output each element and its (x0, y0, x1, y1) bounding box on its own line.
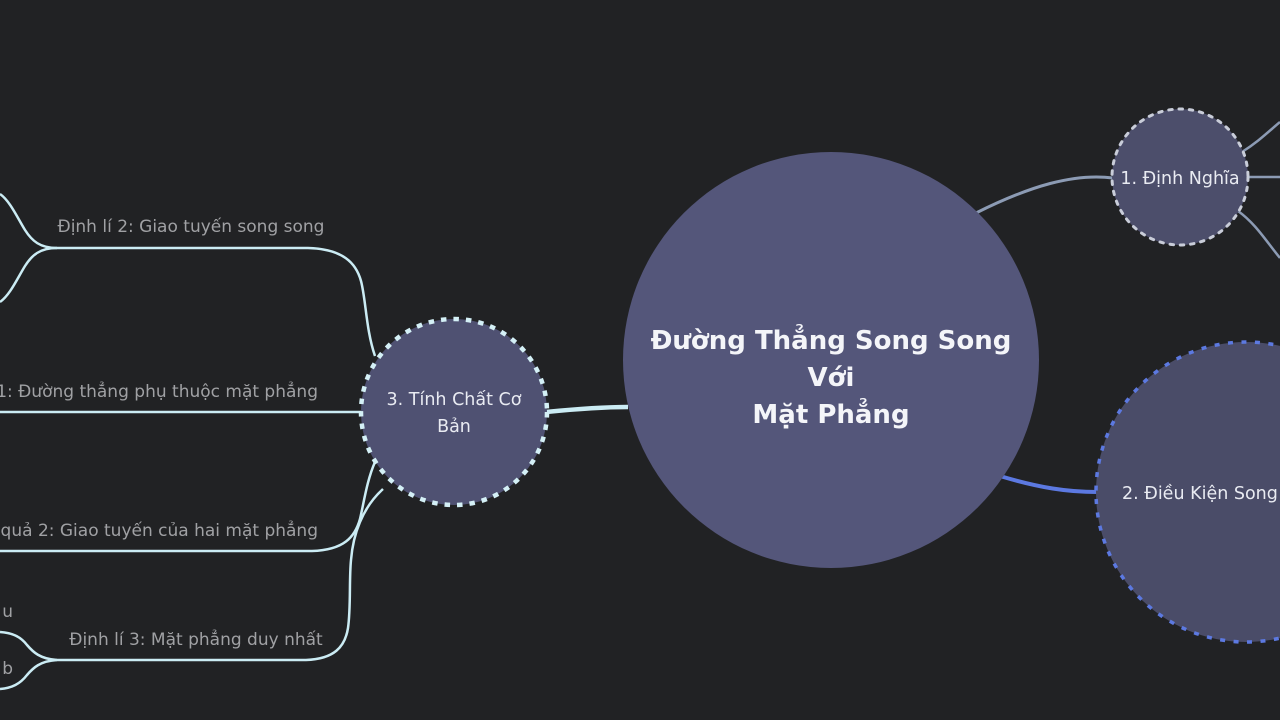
subtopic-label-he-qua-2[interactable]: Hệ quả 2: Giao tuyến của hai mặt phẳng (0, 521, 318, 541)
branch-line-dinh-li-3 (57, 488, 384, 662)
topic-label-dieu-kien-song-song[interactable]: 2. Điều Kiện Song Song (1122, 484, 1280, 504)
topic-label-tinh-chat-co-ban[interactable]: 3. Tính Chất Cơ Bản (386, 390, 522, 437)
branch-line-dinh-li-3-child-up (0, 630, 58, 662)
topic-label-dinh-nghia[interactable]: 1. Định Nghĩa (1120, 169, 1240, 189)
connector-dinh-nghia-child-3 (1237, 209, 1280, 259)
branch-line-dinh-li-2-child-down (0, 246, 58, 304)
connector-dinh-nghia-child-1 (1241, 121, 1280, 154)
subtopic-label-he-qua-1[interactable]: Hệ quả 1: Đường thẳng phụ thuộc mặt phẳn… (0, 382, 318, 402)
subtopic-label-dinh-li-3[interactable]: Định lí 3: Mặt phẳng duy nhất (69, 630, 323, 650)
subtopic-label-dinh-li-2[interactable]: Định lí 2: Giao tuyến song song (57, 217, 325, 237)
topic-circle-dinh-nghia[interactable] (1110, 107, 1250, 247)
topic-circle-tinh-chat-co-ban[interactable] (358, 316, 550, 508)
edge-fragment-label-b[interactable]: b (2, 659, 13, 679)
connector-root-tinh-chat (545, 404, 629, 415)
connector-root-dinh-nghia (975, 175, 1114, 215)
edge-fragment-label-u[interactable]: u (2, 602, 13, 622)
topic-circle-dieu-kien-song-song[interactable] (1094, 340, 1280, 644)
branch-line-dinh-li-2-child-up (0, 192, 58, 250)
central-topic-circle[interactable] (623, 152, 1039, 568)
connector-root-dieu-kien (999, 474, 1098, 494)
branch-line-dinh-li-2 (57, 246, 377, 357)
central-topic-label[interactable]: Đường Thẳng Song Song Với Mặt Phẳng (650, 326, 1012, 430)
branch-line-dinh-li-3-child-down (0, 658, 58, 691)
